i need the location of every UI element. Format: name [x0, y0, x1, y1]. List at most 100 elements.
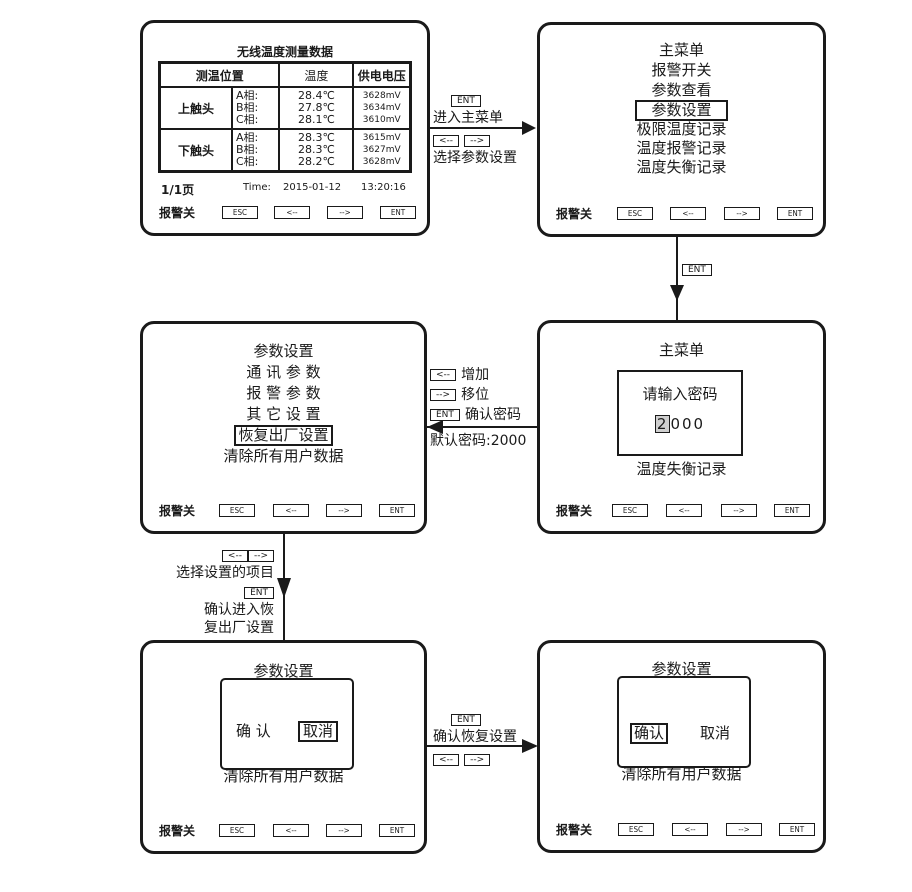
header-position: 测温位置: [158, 61, 281, 88]
menu-item-factory-reset[interactable]: 恢复出厂设置: [234, 425, 333, 446]
time-value: 13:20:16: [361, 182, 406, 193]
screen-reset-confirm-cancel: 参数设置 确 认 取消 清除所有用户数据 报警关 ESC <-- --> ENT: [140, 640, 427, 854]
esc-button[interactable]: ESC: [617, 207, 653, 220]
screen5-title: 参数设置: [253, 662, 314, 680]
alarm-status: 报警关: [159, 206, 196, 220]
cancel-option-selected[interactable]: 取消: [298, 721, 339, 742]
flow-arrow-2-line: [676, 237, 678, 321]
arrowhead-left-icon: [427, 420, 443, 434]
right-key-icon: -->: [247, 549, 274, 562]
menu-item-other-settings[interactable]: 其 它 设 置: [246, 405, 321, 423]
button-bar: 报警关 ESC <-- --> ENT: [540, 503, 823, 519]
phase-label: C相:: [236, 155, 259, 168]
menu-item-temp-alarm[interactable]: 温度报警记录: [636, 139, 727, 157]
arrow4-text-confirm-1: 确认进入恢: [204, 602, 274, 618]
phase-label: B相:: [236, 101, 259, 114]
left-arrow-button[interactable]: <--: [666, 504, 702, 517]
ent-key-icon: ENT: [451, 713, 481, 726]
screen6-title: 参数设置: [651, 660, 712, 678]
password-cursor-digit[interactable]: 2: [654, 415, 671, 433]
temperature-value: 28.4℃: [298, 89, 335, 102]
ent-key-icon: ENT: [244, 586, 274, 599]
left-key-icon: <--: [433, 134, 460, 147]
arrow1-text-enter-menu: 进入主菜单: [433, 110, 503, 126]
menu-item-alarm-switch[interactable]: 报警开关: [651, 61, 712, 79]
voltage-value: 3628mV: [362, 157, 401, 167]
measurement-table: 测温位置 温度 供电电压 上触头 A相: B相: C相: 28.4℃ 27.8℃…: [158, 61, 412, 173]
temperature-value: 27.8℃: [298, 101, 335, 114]
esc-button[interactable]: ESC: [222, 206, 258, 219]
voltage-value: 3615mV: [362, 133, 401, 143]
screen-measurement-data: 无线温度测量数据 测温位置 温度 供电电压 上触头 A相: B相: C相: 28…: [140, 20, 430, 236]
right-key-icon: -->: [464, 134, 491, 147]
menu-item-alarm-params[interactable]: 报 警 参 数: [246, 384, 321, 402]
button-bar: 报警关 ESC <-- --> ENT: [540, 206, 823, 222]
arrowhead-down-icon: [670, 285, 684, 301]
ent-button[interactable]: ENT: [379, 824, 415, 837]
screen-param-settings: 参数设置 通 讯 参 数 报 警 参 数 其 它 设 置 恢复出厂设置 清除所有…: [140, 321, 427, 534]
phase-label: A相:: [236, 89, 259, 102]
ent-button[interactable]: ENT: [779, 823, 815, 836]
arrow3-default-password: 默认密码:2000: [430, 433, 527, 449]
confirm-option-selected[interactable]: 确认: [630, 723, 669, 744]
esc-button[interactable]: ESC: [612, 504, 648, 517]
left-arrow-button[interactable]: <--: [672, 823, 708, 836]
esc-button[interactable]: ESC: [618, 823, 654, 836]
left-key-icon: <--: [221, 549, 248, 562]
menu-item-comm-params[interactable]: 通 讯 参 数: [246, 363, 321, 381]
arrow1-label: ENT 进入主菜单 <-- --> 选择参数设置: [433, 90, 517, 167]
screen4-title: 参数设置: [253, 342, 314, 360]
flow-arrow-3-line: [427, 426, 537, 428]
right-arrow-button[interactable]: -->: [726, 823, 762, 836]
right-arrow-button[interactable]: -->: [724, 207, 760, 220]
arrow3-label: <-- 增加 --> 移位 ENT 确认密码 默认密码:2000: [430, 364, 526, 450]
left-arrow-button[interactable]: <--: [274, 206, 310, 219]
screen1-title: 无线温度测量数据: [236, 45, 333, 59]
right-arrow-button[interactable]: -->: [721, 504, 757, 517]
ent-button[interactable]: ENT: [380, 206, 416, 219]
menu-item-param-settings[interactable]: 参数设置: [635, 100, 728, 121]
table-row: 上触头 A相: B相: C相: 28.4℃ 27.8℃ 28.1℃ 3628mV…: [158, 86, 412, 130]
left-arrow-button[interactable]: <--: [273, 504, 309, 517]
arrow3-text-shift: 移位: [461, 387, 490, 403]
header-voltage: 供电电压: [352, 61, 412, 88]
flow-arrow-5-line: [427, 745, 527, 747]
esc-button[interactable]: ESC: [219, 824, 255, 837]
menu-item-temp-imbalance[interactable]: 温度失衡记录: [636, 158, 727, 176]
alarm-status: 报警关: [556, 207, 593, 221]
menu-item-limit-temp[interactable]: 极限温度记录: [636, 120, 727, 138]
voltage-value: 3628mV: [362, 91, 401, 101]
voltage-value: 3610mV: [362, 115, 401, 125]
left-arrow-button[interactable]: <--: [273, 824, 309, 837]
arrow1-text-select: 选择参数设置: [433, 150, 517, 166]
right-key-icon: -->: [430, 388, 457, 401]
phase-label: A相:: [236, 131, 259, 144]
arrow4-text-confirm-2: 复出厂设置: [204, 620, 274, 636]
screen5-below-item: 清除所有用户数据: [223, 767, 344, 785]
menu-item-clear-user-data[interactable]: 清除所有用户数据: [223, 447, 344, 465]
esc-button[interactable]: ESC: [219, 504, 255, 517]
confirm-dialog: 确 认 取消: [220, 678, 354, 770]
ent-key-icon: ENT: [451, 94, 481, 107]
right-arrow-button[interactable]: -->: [326, 824, 362, 837]
button-bar: 报警关 ESC <-- --> ENT: [143, 205, 427, 221]
menu-item-view-params[interactable]: 参数查看: [651, 81, 712, 99]
left-key-icon: <--: [433, 753, 460, 766]
ent-button[interactable]: ENT: [777, 207, 813, 220]
confirm-option[interactable]: 确 认: [236, 722, 271, 740]
ent-button[interactable]: ENT: [379, 504, 415, 517]
left-arrow-button[interactable]: <--: [670, 207, 706, 220]
temperature-value: 28.1℃: [298, 113, 335, 126]
arrow3-text-increase: 增加: [461, 367, 490, 383]
screen-main-menu: 主菜单 报警开关 参数查看 参数设置 极限温度记录 温度报警记录 温度失衡记录 …: [537, 22, 826, 237]
arrowhead-down-icon: [277, 578, 291, 598]
confirm-dialog: 确认 取消: [617, 676, 751, 768]
arrow5-text-confirm-reset: 确认恢复设置: [433, 729, 517, 745]
right-arrow-button[interactable]: -->: [327, 206, 363, 219]
cancel-option[interactable]: 取消: [700, 724, 731, 742]
right-arrow-button[interactable]: -->: [326, 504, 362, 517]
arrow3-text-confirm-pw: 确认密码: [465, 407, 522, 423]
ent-button[interactable]: ENT: [774, 504, 810, 517]
